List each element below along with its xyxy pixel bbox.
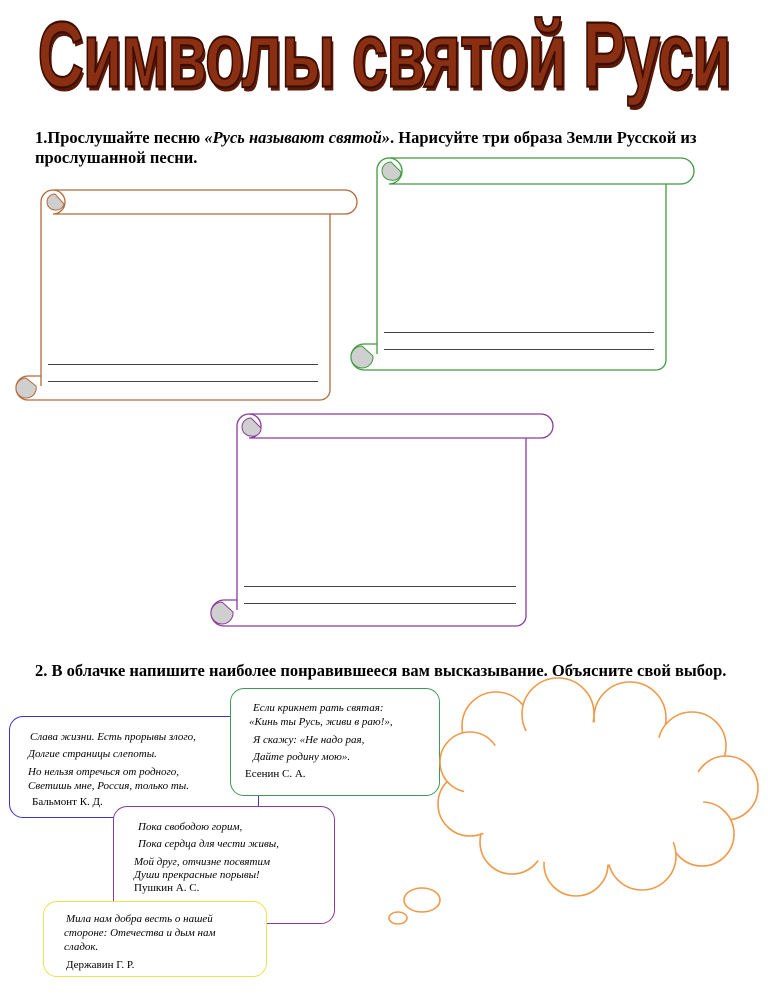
quote-line: стороне: Отечества и дым нам	[64, 927, 216, 939]
quote-author: Пушкин А. С.	[134, 882, 200, 894]
quote-line: Долгие страницы слепоты.	[28, 748, 157, 760]
writing-line	[244, 603, 516, 604]
drawing-scroll-3[interactable]	[204, 410, 556, 630]
quote-line: Слава жизни. Есть прорывы злого,	[30, 731, 196, 743]
answer-thought-cloud[interactable]	[380, 676, 768, 930]
quote-author: Бальмонт К. Д.	[32, 796, 103, 808]
writing-line	[48, 364, 318, 365]
task-1-instruction: 1.Прослушайте песню «Русь называют свято…	[35, 128, 755, 168]
scroll-frame-purple	[210, 413, 554, 627]
task-1-text-start: Прослушайте песню	[47, 128, 205, 147]
quote-bubble-balmont: Слава жизни. Есть прорывы злого, Долгие …	[9, 716, 259, 818]
song-title: «Русь называют святой»	[204, 128, 391, 147]
writing-line	[48, 381, 318, 382]
writing-line	[244, 586, 516, 587]
quote-line: Души прекрасные порывы!	[134, 869, 260, 881]
task-1-number: 1.	[35, 128, 48, 147]
quote-line: Пока свободою горим,	[138, 821, 243, 833]
quote-author: Державин Г. Р.	[66, 959, 135, 971]
quote-line: «Кинь ты Русь, живи в раю!»,	[249, 716, 393, 728]
quote-bubble-esenin: Если крикнет рать святая: «Кинь ты Русь,…	[230, 688, 440, 796]
drawing-scroll-2[interactable]	[344, 154, 696, 374]
writing-line	[384, 332, 654, 333]
quote-line: Дайте родину мою».	[253, 751, 351, 763]
quote-bubble-derzhavin: Мила нам добра весть о нашей стороне: От…	[43, 901, 267, 977]
quote-line: Светишь мне, Россия, только ты.	[28, 780, 190, 792]
quote-line: Мой друг, отчизне посвятим	[134, 856, 271, 868]
page-title: Символы святой Руси	[37, 2, 732, 107]
drawing-scroll-1[interactable]	[8, 186, 360, 406]
quote-line: сладок.	[64, 941, 99, 953]
quote-line: Мила нам добра весть о нашей	[66, 913, 213, 925]
quote-line: Но нельзя отречься от родного,	[28, 766, 180, 778]
writing-line	[384, 349, 654, 350]
quote-line: Если крикнет рать святая:	[253, 702, 384, 714]
task-1-text-end: . Нарисуйте три образа Земли Русской из …	[35, 128, 697, 167]
task-2-instruction: 2. В облачке напишите наиболее понравивш…	[35, 661, 727, 680]
scroll-frame-brown	[15, 189, 358, 401]
quote-author: Есенин С. А.	[245, 768, 306, 780]
quote-line: Пока сердца для чести живы,	[138, 838, 279, 850]
quote-line: Я скажу: «Не надо рая,	[253, 734, 365, 746]
scroll-frame-green	[350, 157, 695, 371]
